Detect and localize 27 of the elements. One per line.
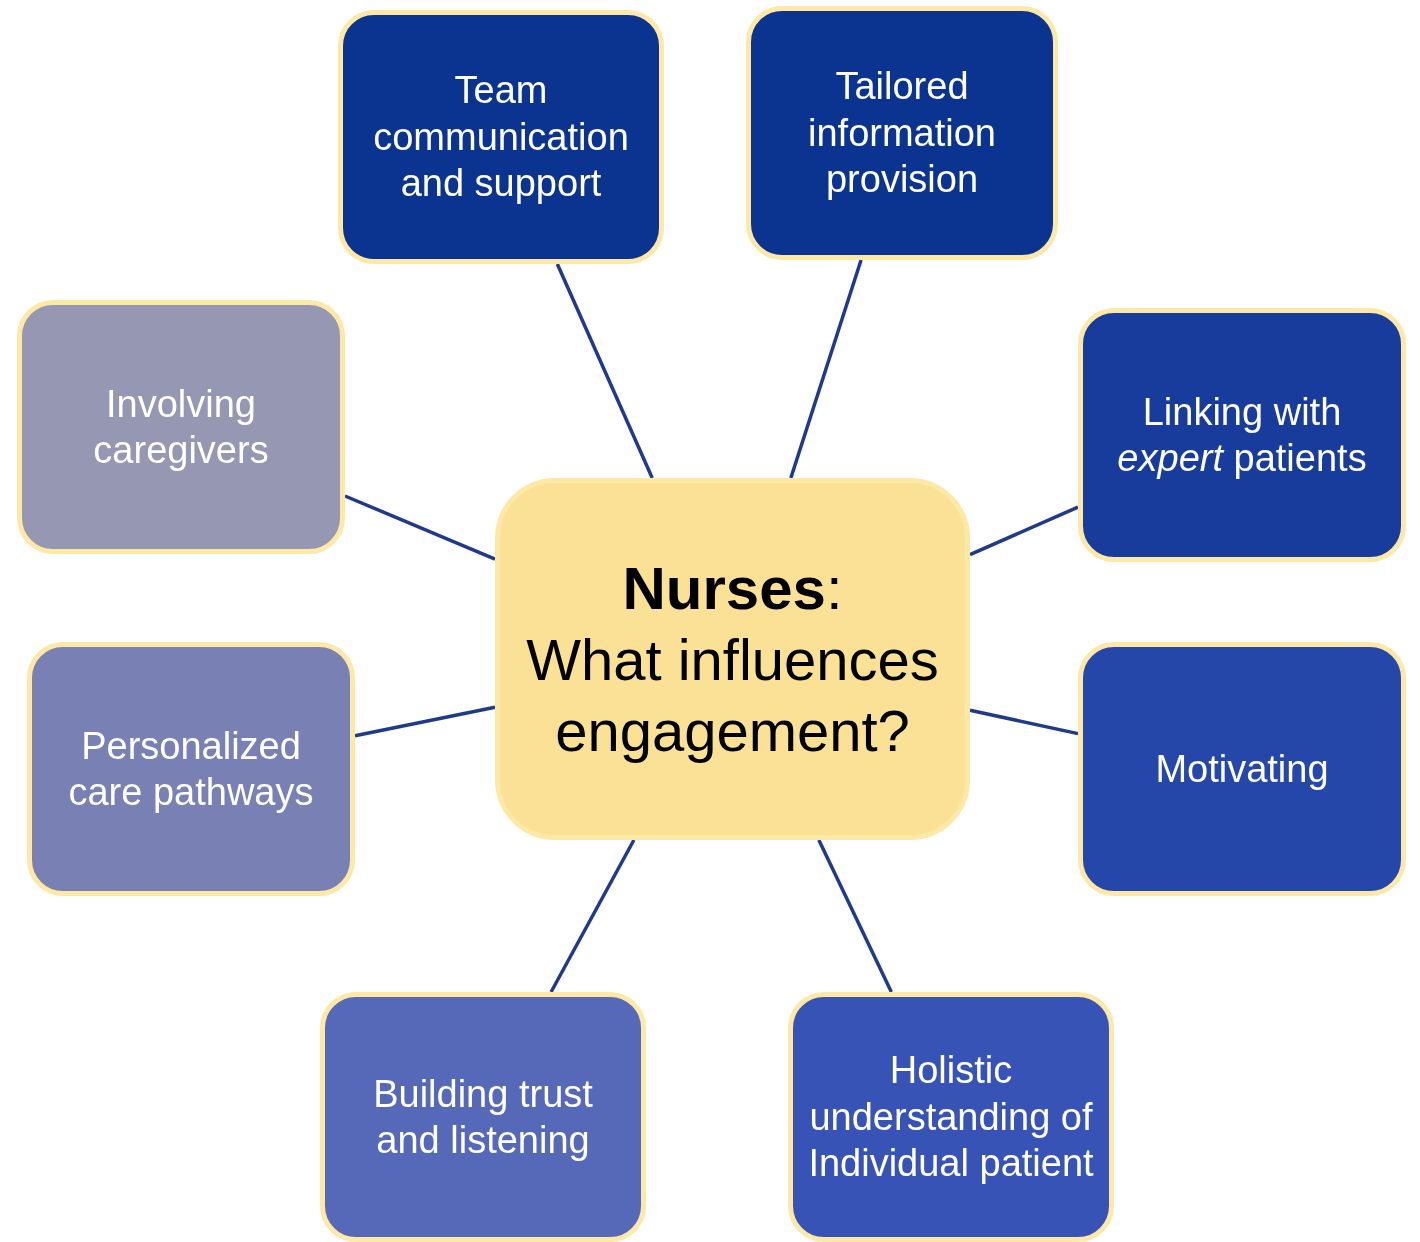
factor-box [338,10,664,264]
factor-label: Motivating [1155,746,1329,792]
factor-box [1078,642,1406,896]
heading-text: Nurses: [622,553,843,624]
factor-box [746,6,1058,260]
factor-label: Linking with expert patients [1116,389,1368,481]
connector-line [354,705,496,738]
question-text: What influences engagement? [525,625,940,765]
connector-line [555,263,654,479]
factor-label: Involving caregivers [92,381,270,473]
factor-label: Personalized care pathways [67,723,315,815]
factor-box [17,300,345,554]
factor-label: Tailored information provision [807,64,997,203]
connector-line [549,839,636,993]
factor-label: Holistic understanding of Individual patient [807,1048,1095,1187]
connector-line [789,259,863,479]
factor-box [788,992,1114,1242]
factor-label: Building trust and listening [372,1071,594,1163]
factor-label: Team communication and support [372,68,630,207]
factor-box [1078,308,1406,562]
connector-line [969,708,1079,736]
connector-line [344,494,496,561]
connector-line [969,505,1079,557]
central-question-box [495,478,970,840]
factor-box [320,992,646,1242]
factor-box [27,642,355,896]
connector-line [817,839,893,993]
